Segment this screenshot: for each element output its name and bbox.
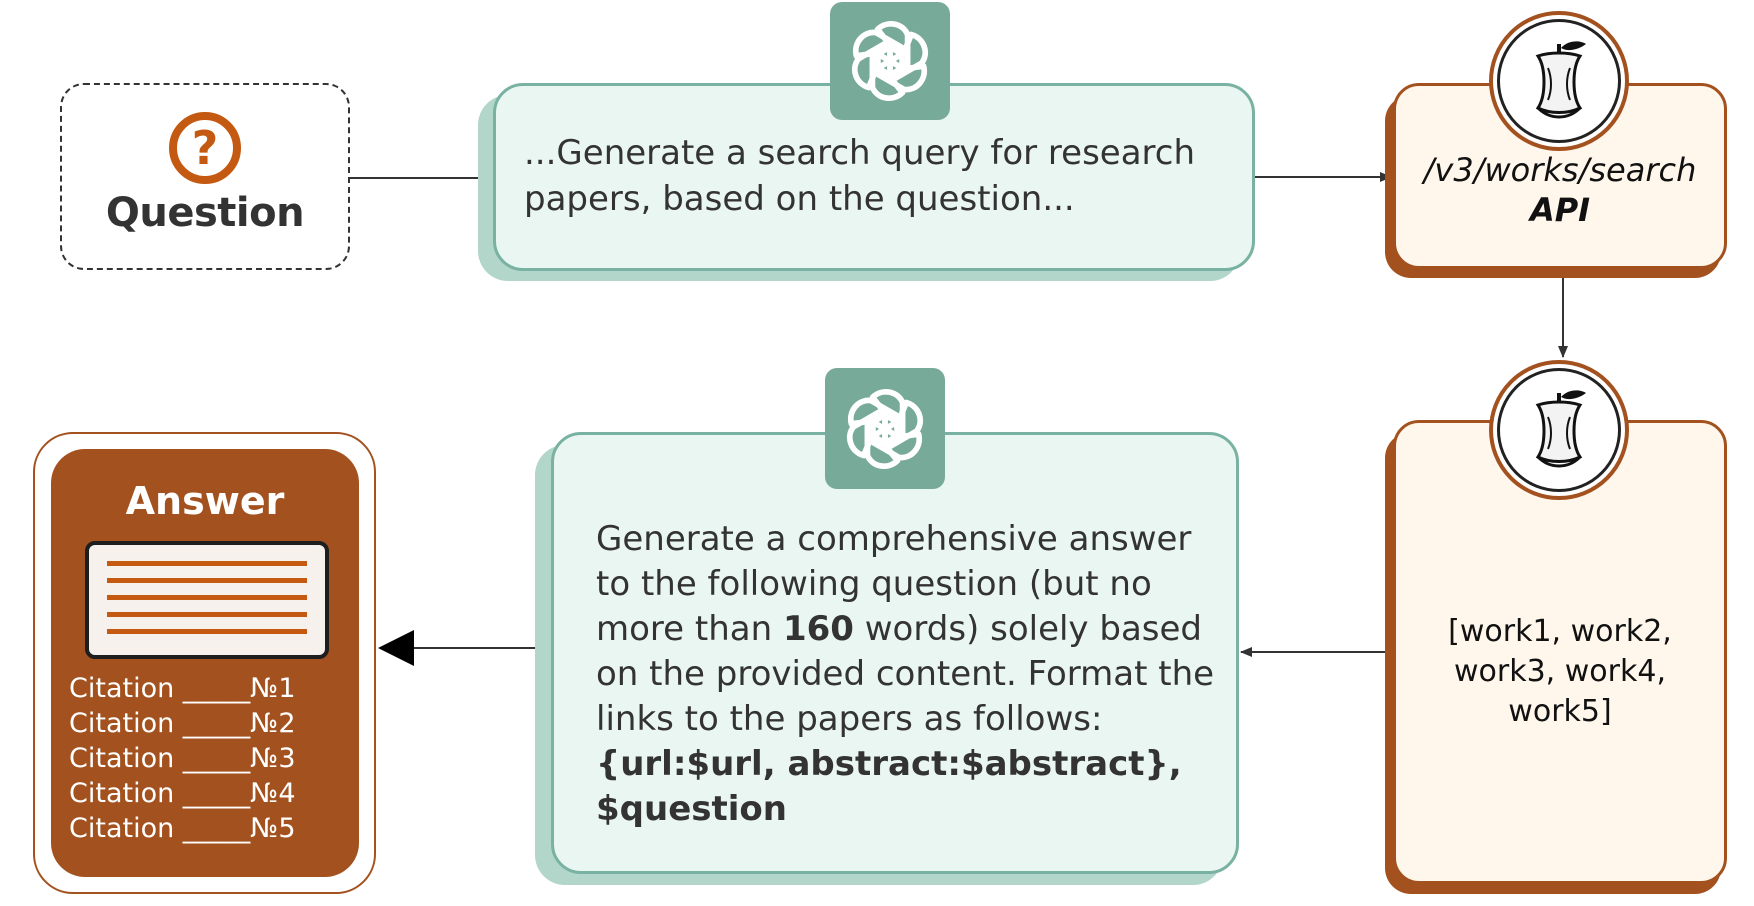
openai-logo-icon [830,2,950,120]
search-prompt-text: ...Generate a search query for research … [524,133,1196,219]
answer-prompt-text-middle: words) solely based on the provided cont… [596,609,1215,739]
citation-item: Citation _____№3 [69,743,296,774]
answer-prompt-box: Generate a comprehensive answer to the f… [551,432,1239,874]
question-label: Question [105,189,305,236]
works-list: [work1, work2, work3, work4, work5] [1448,614,1672,729]
citation-item: Citation _____№1 [69,673,296,704]
answer-title: Answer [125,479,285,523]
apple-core-logo-icon [1489,360,1629,500]
citation-item: Citation _____№2 [69,708,296,739]
openai-logo-icon [825,368,945,489]
apple-core-logo-icon [1489,11,1629,151]
format-spec: {url:$url, abstract:$abstract}, $questio… [596,744,1182,829]
answer-prompt-text: Generate a comprehensive answer to the f… [596,519,1192,649]
document-icon [85,541,329,659]
citation-list: Citation _____№1 Citation _____№2 Citati… [69,671,296,846]
question-box: ? Question [60,83,350,270]
answer-card: Answer Citation _____№1 Citation _____№2… [51,449,359,877]
citation-item: Citation _____№5 [69,813,296,844]
api-label: API [1529,191,1591,229]
word-limit: 160 [782,609,854,649]
api-endpoint-path: /v3/works/search [1423,151,1697,189]
citation-item: Citation _____№4 [69,778,296,809]
question-mark-icon: ? [169,111,241,184]
